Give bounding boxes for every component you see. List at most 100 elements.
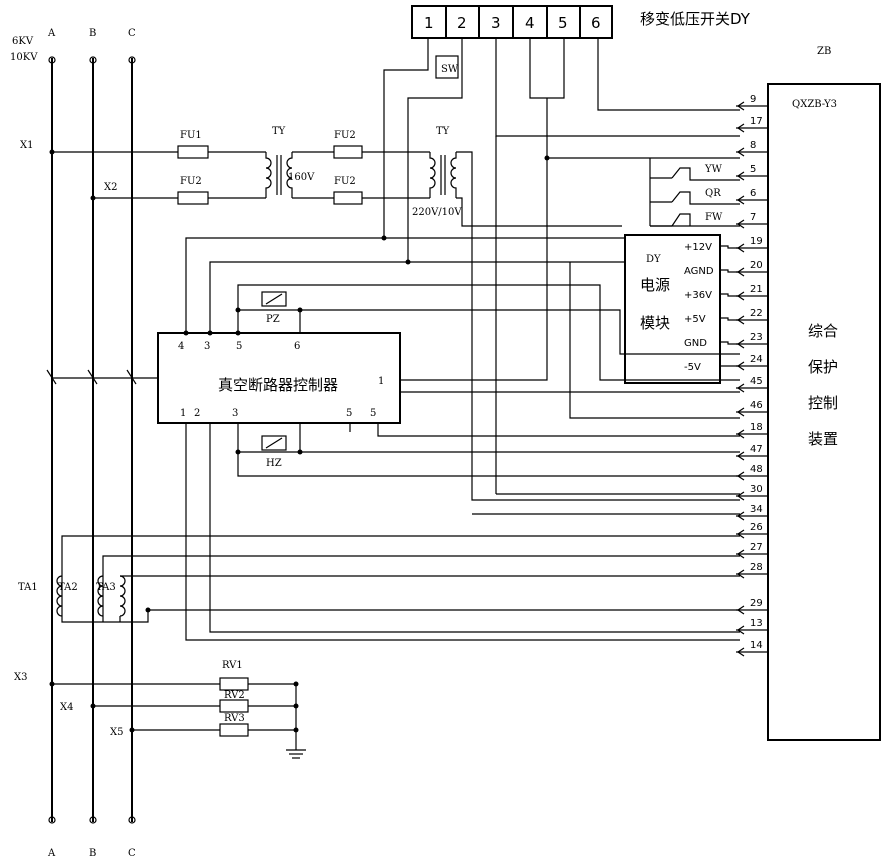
protection-tag: ZB <box>817 46 831 57</box>
pm-output-1: AGND <box>684 266 714 277</box>
ty2-label: TY <box>436 126 450 137</box>
controller-wiring <box>47 136 740 640</box>
x4-label: X4 <box>60 702 73 713</box>
terminal-4: 4 <box>525 14 535 32</box>
pm-output-wire-1 <box>720 270 740 272</box>
fu1-label: FU1 <box>180 130 202 141</box>
pz-label: PZ <box>266 314 280 325</box>
relay-group <box>650 158 740 226</box>
pin-number-13: 13 <box>750 618 763 629</box>
top-terminal-block <box>412 6 612 38</box>
x3-label: X3 <box>14 672 27 683</box>
power-module-title-1: 电源 <box>640 276 670 294</box>
hz-label: HZ <box>266 458 282 469</box>
ty2-ratio: 220V/10V <box>412 207 462 218</box>
power-module-box <box>625 235 720 383</box>
x1-label: X1 <box>20 140 33 151</box>
pin-number-21: 21 <box>750 284 763 295</box>
protection-title-3: 控制 <box>808 394 838 412</box>
pin-number-6: 6 <box>750 188 756 199</box>
pin-number-24: 24 <box>750 354 763 365</box>
power-module-title-2: 模块 <box>640 314 670 332</box>
ctrl-pin-right: 1 <box>378 376 384 387</box>
ta2-label: TA2 <box>58 582 78 593</box>
pin-number-23: 23 <box>750 332 763 343</box>
sw-label: SW <box>441 64 459 75</box>
protection-title-2: 保护 <box>808 358 838 376</box>
protection-title-4: 装置 <box>808 430 838 448</box>
rv1-label: RV1 <box>222 660 243 671</box>
pin-number-47: 47 <box>750 444 763 455</box>
pin-number-30: 30 <box>750 484 763 495</box>
voltage-10kv: 10KV <box>10 52 38 63</box>
ctrl-pin-top-1: 4 <box>178 341 184 352</box>
pm-output-wire-2 <box>720 294 740 296</box>
rv2-label: RV2 <box>224 690 245 701</box>
pin-number-34: 34 <box>750 504 763 515</box>
x5-label: X5 <box>110 727 123 738</box>
pin-number-27: 27 <box>750 542 763 553</box>
pm-output-0: +12V <box>684 242 712 253</box>
ct-section <box>57 536 740 622</box>
terminal-3: 3 <box>491 14 501 32</box>
pt-section <box>50 146 741 500</box>
pin-number-9: 9 <box>750 94 756 105</box>
ctrl-pin-bot-2: 2 <box>194 408 200 419</box>
pin-number-22: 22 <box>750 308 763 319</box>
ctrl-pin-bot-4: 5 <box>346 408 352 419</box>
pm-output-5: -5V <box>684 362 701 373</box>
terminal-2: 2 <box>457 14 467 32</box>
ty1-label: TY <box>272 126 286 137</box>
pm-output-3: +5V <box>684 314 706 325</box>
fu-label-2: FU2 <box>180 176 202 187</box>
protection-device-box <box>768 84 880 740</box>
controller-title: 真空断路器控制器 <box>218 376 338 394</box>
pin-number-19: 19 <box>750 236 763 247</box>
phase-b-top: B <box>89 28 96 39</box>
pin-number-45: 45 <box>750 376 763 387</box>
pin-number-17: 17 <box>750 116 763 127</box>
terminal-5: 5 <box>558 14 568 32</box>
pm-output-4: GND <box>684 338 707 349</box>
pin-number-20: 20 <box>750 260 763 271</box>
ctrl-pin-bot-1: 1 <box>180 408 186 419</box>
ctrl-pin-top-3: 5 <box>236 341 242 352</box>
phase-c-top: C <box>128 28 136 39</box>
ctrl-pin-top-2: 3 <box>204 341 210 352</box>
phase-a-bottom: A <box>47 848 56 859</box>
power-module-tag: DY <box>646 254 661 265</box>
pin-number-8: 8 <box>750 140 756 151</box>
switch-title: 移变低压开关DY <box>640 10 751 28</box>
protection-model: QXZB-Y3 <box>792 99 837 110</box>
relay-qr: QR <box>705 188 721 199</box>
pin-number-5: 5 <box>750 164 756 175</box>
rv-section <box>50 678 307 758</box>
pin-number-29: 29 <box>750 598 763 609</box>
voltage-6kv: 6KV <box>12 36 34 47</box>
fu2-label-b: FU2 <box>334 176 356 187</box>
pin-number-26: 26 <box>750 522 763 533</box>
x2-label: X2 <box>104 182 117 193</box>
rv3-label: RV3 <box>224 713 245 724</box>
terminal-1: 1 <box>424 14 434 32</box>
ctrl-pin-top-4: 6 <box>294 341 300 352</box>
power-module-outputs: +12V AGND +36V +5V GND -5V <box>684 242 740 373</box>
ctrl-pin-bot-3: 3 <box>232 408 238 419</box>
pin-number-7: 7 <box>750 212 756 223</box>
pm-output-wire-0 <box>720 246 740 248</box>
pin-number-28: 28 <box>750 562 763 573</box>
pin-number-46: 46 <box>750 400 763 411</box>
relay-yw: YW <box>704 164 723 175</box>
pm-output-2: +36V <box>684 290 712 301</box>
fu2-label: FU2 <box>334 130 356 141</box>
ta1-label: TA1 <box>18 582 38 593</box>
ty1-ratio: 160V <box>288 172 315 183</box>
pm-output-wire-4 <box>720 342 740 344</box>
phase-a-top: A <box>47 28 56 39</box>
pm-output-wire-3 <box>720 318 740 320</box>
pin-number-18: 18 <box>750 422 763 433</box>
protection-title-1: 综合 <box>808 322 838 340</box>
relay-fw: FW <box>705 212 723 223</box>
phase-b-bottom: B <box>89 848 96 859</box>
